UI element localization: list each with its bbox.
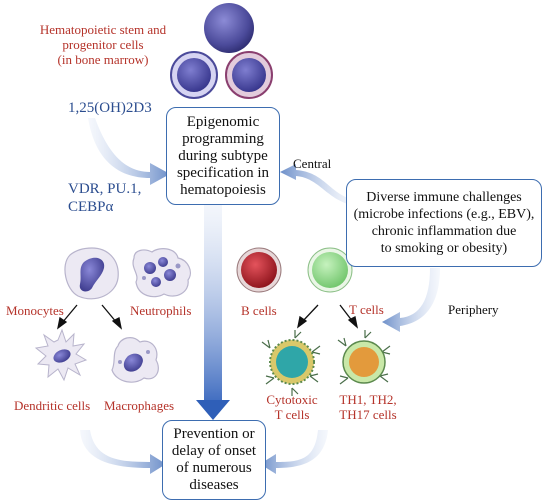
neutrophils-label: Neutrophils	[130, 303, 192, 318]
outcome-box: Prevention or delay of onset of numerous…	[162, 420, 266, 500]
th-cell	[337, 330, 391, 385]
tf-line2: CEBPα	[68, 199, 114, 215]
cytotoxic-line1: Cytotoxic	[266, 392, 318, 407]
challenges-line1: Diverse immune challenges	[366, 190, 522, 205]
monocyte-cell	[64, 247, 119, 300]
b-cells-label: B cells	[241, 303, 277, 318]
challenges-line4: to smoking or obesity)	[380, 241, 508, 256]
vitamin-d-label: 1,25(OH)2D3	[68, 100, 152, 116]
left-outcome-arrow	[80, 430, 166, 474]
main-down-arrow	[196, 203, 230, 420]
outcome-line3: of numerous	[176, 460, 252, 476]
th-line1: TH1, TH2,	[339, 392, 397, 407]
cytotoxic-t-cell	[261, 330, 321, 396]
neutrophil-cell	[132, 248, 191, 298]
challenges-box: Diverse immune challenges (microbe infec…	[346, 179, 542, 267]
right-outcome-arrow	[260, 430, 328, 474]
central-label: Central	[293, 156, 332, 171]
cytotoxic-t-cells-label: Cytotoxic T cells	[262, 392, 322, 422]
central-box-line3: during subtype	[178, 147, 268, 164]
central-box-line4: specification in	[176, 164, 270, 181]
differentiation-arrows	[57, 304, 359, 330]
periphery-arrow	[382, 268, 440, 332]
progenitor-cell-left	[170, 51, 218, 99]
central-box: Epigenomic programming during subtype sp…	[166, 107, 280, 205]
stem-cells-label-line3: (in bone marrow)	[57, 52, 149, 67]
t-cells-label: T cells	[349, 302, 384, 317]
outcome-line4: diseases	[189, 477, 239, 493]
stem-cells-label: Hematopoietic stem and progenitor cells …	[28, 22, 178, 67]
transcription-factors-label: VDR, PU.1, CEBPα	[68, 180, 141, 216]
tf-line1: VDR, PU.1,	[68, 181, 142, 197]
periphery-label: Periphery	[448, 302, 499, 317]
monocytes-label: Monocytes	[6, 303, 64, 318]
challenges-line2: (microbe infections (e.g., EBV),	[353, 207, 535, 222]
cytotoxic-line2: T cells	[274, 407, 310, 422]
th-cells-label: TH1, TH2, TH17 cells	[336, 392, 400, 422]
outcome-line2: delay of onset	[171, 443, 257, 459]
macrophages-label: Macrophages	[104, 398, 175, 413]
dendritic-cells-label: Dendritic cells	[14, 398, 91, 413]
central-arrow	[280, 164, 355, 206]
stem-cells-label-line1: Hematopoietic stem and	[39, 22, 167, 37]
th-line2: TH17 cells	[339, 407, 397, 422]
central-box-line1: Epigenomic	[186, 113, 260, 130]
outcome-line1: Prevention or	[173, 426, 255, 442]
dendritic-cell	[34, 328, 88, 382]
macrophage-cell	[111, 337, 159, 383]
vitamin-d-arrow	[88, 118, 170, 185]
central-box-line5: hematopoiesis	[180, 181, 266, 198]
stem-cell-top	[204, 3, 254, 53]
challenges-line3: chronic inflammation due	[371, 224, 517, 239]
t-cell	[307, 247, 353, 293]
b-cell	[236, 247, 282, 293]
central-box-line2: programming	[182, 130, 264, 147]
progenitor-cell-right	[225, 51, 273, 99]
stem-cells-label-line2: progenitor cells	[62, 37, 144, 52]
